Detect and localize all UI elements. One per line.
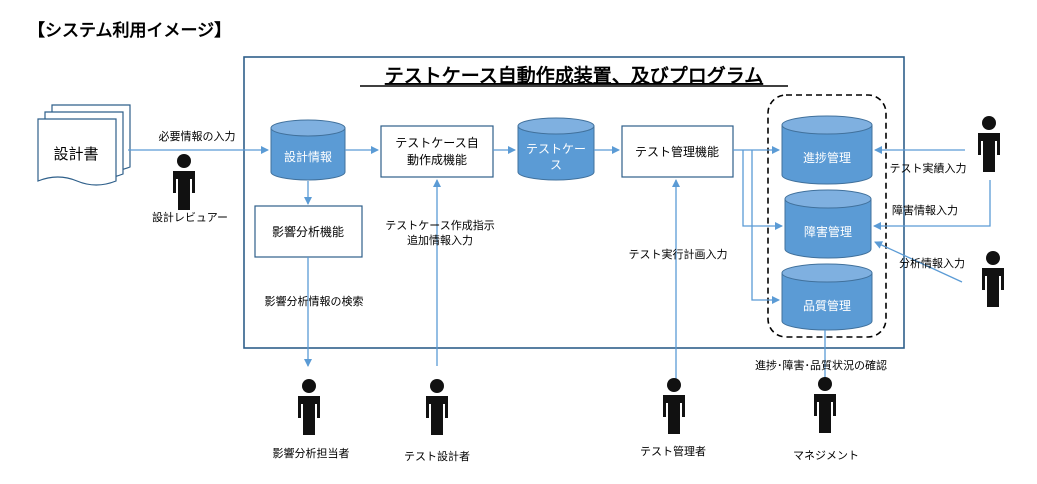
impact-analyst-person-icon — [298, 379, 320, 435]
design-info-db — [270, 119, 346, 181]
flow-label-impact-search: 影響分析情報の検索 — [265, 294, 364, 308]
test-designer-person-icon — [426, 379, 448, 435]
actor-test-designer: テスト設計者 — [404, 449, 470, 463]
progress-db-label: 進捗管理 — [803, 150, 851, 165]
test-manager-person-icon — [663, 378, 685, 434]
progress-db — [781, 115, 873, 185]
flow-label-required-info: 必要情報の入力 — [159, 130, 236, 143]
flow-label-status-check: 進捗･障害･品質状況の確認 — [755, 358, 887, 372]
flow-label-defect-info: 障害情報入力 — [892, 203, 958, 217]
testcase-generator-label-1: テストケース自 — [395, 136, 478, 150]
flow-label-test-plan: テスト実行計画入力 — [629, 247, 728, 261]
analyst-person-icon — [982, 251, 1004, 307]
defect-db — [784, 189, 872, 259]
testcase-generator-box — [380, 125, 494, 178]
flow-label-analysis-info: 分析情報入力 — [899, 256, 965, 270]
quality-db-label: 品質管理 — [803, 298, 851, 313]
flow-label-test-result: テスト実績入力 — [890, 161, 967, 175]
system-frame — [243, 56, 905, 349]
quality-db — [781, 263, 873, 331]
actor-impact-analyst: 影響分析担当者 — [273, 446, 350, 460]
actor-test-manager: テスト管理者 — [640, 444, 706, 458]
flow-label-testcase-instr-2: 追加情報入力 — [407, 233, 473, 247]
actor-management: マネジメント — [793, 449, 859, 462]
design-reviewer-person-icon — [173, 154, 195, 210]
system-title: テストケース自動作成装置、及びプログラム — [385, 64, 763, 87]
page-title: 【システム利用イメージ】 — [28, 20, 231, 41]
testcase-generator-label-2: 動作成機能 — [407, 152, 467, 167]
test-management-label: テスト管理機能 — [635, 144, 719, 159]
design-document-label: 設計書 — [53, 145, 98, 163]
design-document — [37, 104, 131, 186]
testcase-db-label-2: ス — [550, 158, 562, 172]
tester-person-icon — [978, 116, 1000, 172]
management-person-icon — [814, 377, 836, 433]
testcase-db-label-1: テストケー — [526, 142, 586, 156]
design-info-label: 設計情報 — [284, 149, 332, 164]
management-db-group — [767, 94, 887, 338]
flow-label-testcase-instr-1: テストケース作成指示 — [385, 218, 494, 232]
flow-arrows — [128, 146, 991, 387]
testcase-db — [517, 117, 595, 181]
test-management-box — [621, 125, 734, 178]
impact-analysis-label: 影響分析機能 — [272, 224, 344, 239]
actor-design-reviewer: 設計レビュアー — [152, 210, 228, 224]
defect-db-label: 障害管理 — [804, 224, 852, 239]
